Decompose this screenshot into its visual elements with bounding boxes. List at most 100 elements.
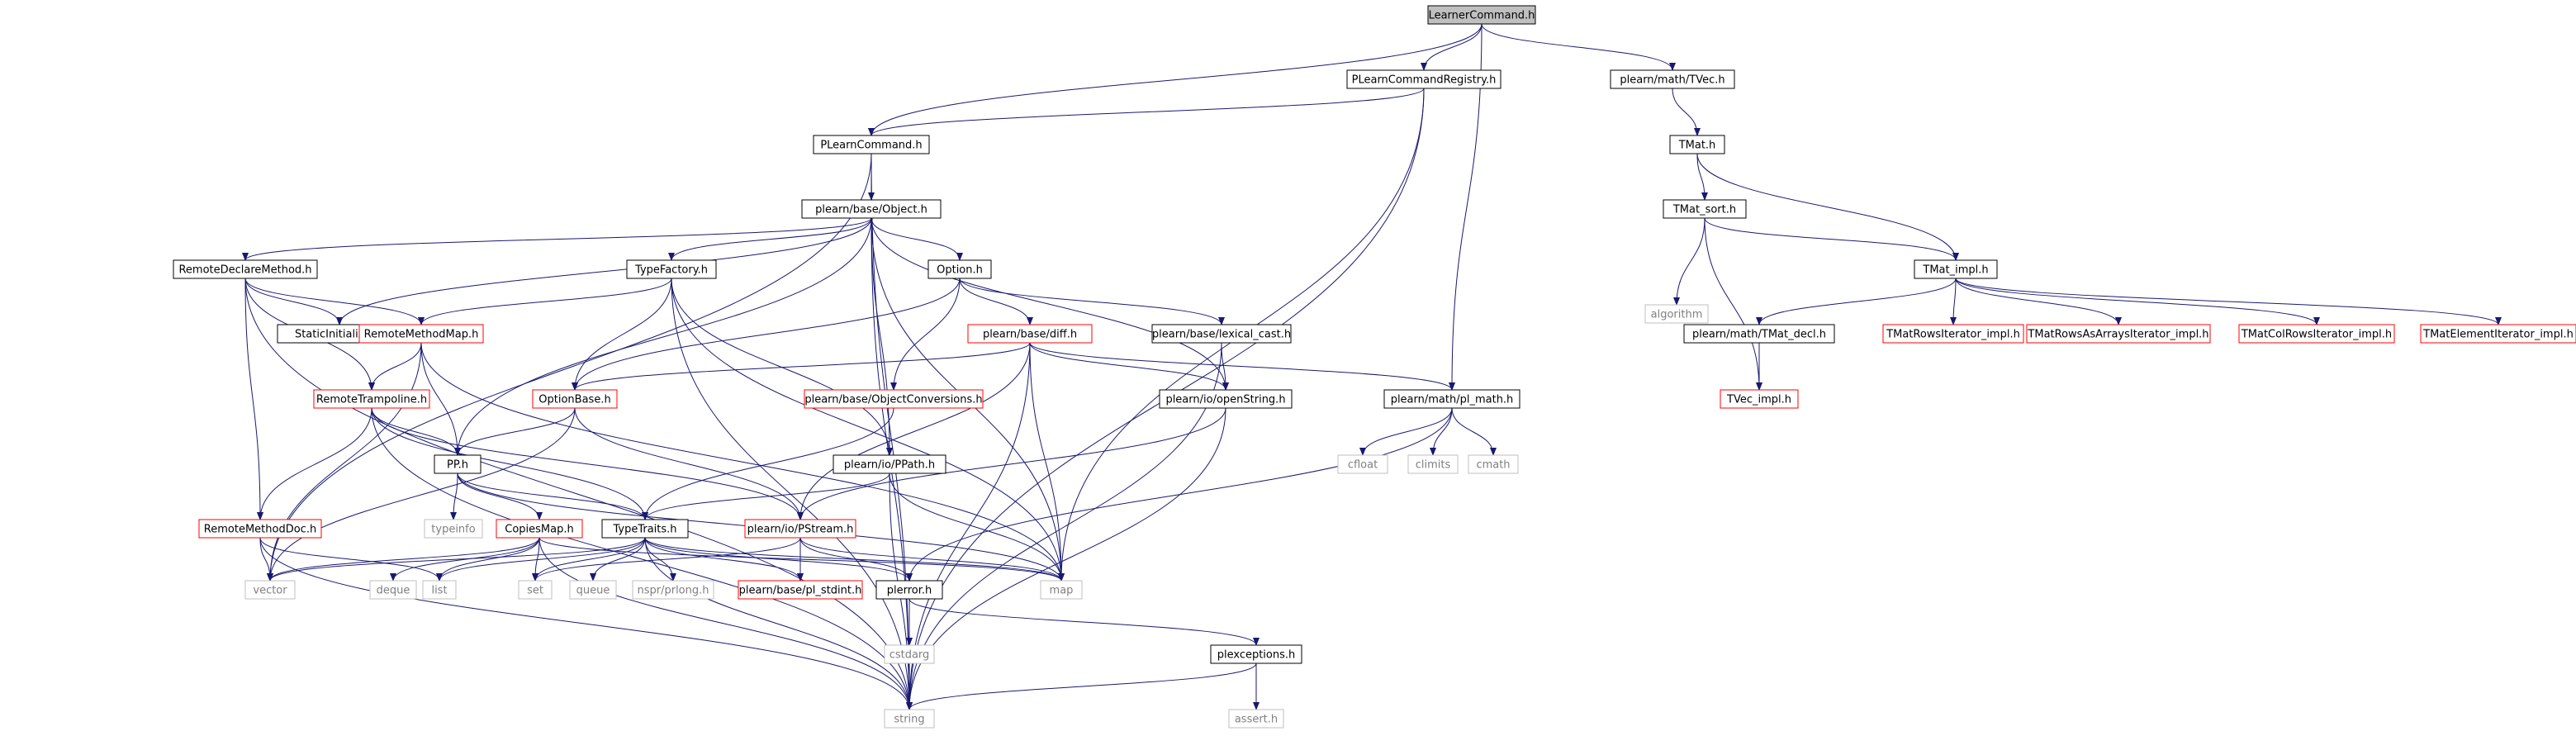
node-tmat-rows-iterator[interactable]: TMatRowsIterator_impl.h	[1882, 324, 2024, 344]
edge-object-to-pp	[454, 217, 872, 456]
node-box	[601, 519, 689, 539]
edge-type_traits-to-plerror	[644, 537, 913, 582]
node-typeinfo: typeinfo	[424, 519, 483, 539]
node-pl-stdint[interactable]: plearn/base/pl_stdint.h	[738, 580, 863, 600]
node-tmat-sort[interactable]: TMat_sort.h	[1663, 199, 1747, 219]
node-pl-math[interactable]: plearn/math/pl_math.h	[1383, 389, 1520, 409]
node-tmat-decl[interactable]: plearn/math/TMat_decl.h	[1683, 324, 1835, 344]
node-box	[434, 454, 482, 474]
edge-copies_map-to-deque	[390, 537, 540, 582]
node-label: PLearnCommandRegistry.h	[1352, 74, 1497, 87]
edge-pstream-to-plerror	[799, 537, 913, 582]
node-object[interactable]: plearn/base/Object.h	[801, 199, 942, 219]
node-queue: queue	[569, 580, 617, 600]
edge-diff-to-option_base	[572, 342, 1031, 391]
node-box	[1610, 69, 1735, 89]
edge-remote_method_map-to-pp	[420, 342, 461, 456]
edge-diff-to-pl_math	[1029, 342, 1455, 391]
node-label: list	[431, 585, 447, 597]
node-label: plearn/base/Object.h	[815, 204, 927, 216]
node-box	[422, 580, 457, 600]
node-label: plearn/math/TVec.h	[1620, 74, 1724, 87]
node-box	[424, 519, 483, 539]
edge-plearn_command_registry-to-plearn_command	[868, 88, 1425, 136]
edge-type_traits-to-set	[532, 537, 646, 582]
edge-learner_command-to-plearn_command	[868, 23, 1483, 136]
node-label: TypeTraits.h	[612, 524, 676, 536]
edge-pl_math-to-plerror	[906, 407, 1453, 582]
edge-object-to-openstring	[871, 217, 1229, 391]
node-ppath[interactable]: plearn/io/PPath.h	[833, 454, 946, 474]
node-remote-declare-method[interactable]: RemoteDeclareMethod.h	[173, 259, 318, 279]
node-pp[interactable]: PP.h	[434, 454, 482, 474]
node-box	[569, 580, 617, 600]
node-label: climits	[1416, 459, 1451, 472]
edge-object-to-type_factory	[668, 217, 872, 261]
node-box	[1663, 199, 1747, 219]
node-lexical-cast[interactable]: plearn/base/lexical_cast.h	[1151, 324, 1292, 344]
edge-pl_math-to-cfloat	[1359, 407, 1453, 456]
node-box	[2026, 324, 2211, 344]
node-tvec[interactable]: plearn/math/TVec.h	[1610, 69, 1735, 89]
node-tmat-impl[interactable]: TMat_impl.h	[1914, 259, 1998, 279]
node-label: plearn/base/ObjectConversions.h	[804, 394, 982, 406]
edge-remote_trampoline-to-pstream	[371, 407, 804, 520]
node-box	[1210, 644, 1302, 664]
node-learner-command[interactable]: LearnerCommand.h	[1427, 5, 1536, 25]
node-label: plearn/math/TMat_decl.h	[1692, 329, 1826, 341]
node-object-conversions[interactable]: plearn/base/ObjectConversions.h	[804, 389, 984, 409]
node-label: plearn/io/PPath.h	[844, 459, 935, 472]
node-tmat[interactable]: TMat.h	[1669, 135, 1725, 154]
edge-type_factory-to-ppath	[671, 278, 893, 456]
node-diff[interactable]: plearn/base/diff.h	[967, 324, 1093, 344]
node-label: TMatElementIterator_impl.h	[2422, 329, 2574, 341]
node-option-base[interactable]: OptionBase.h	[532, 389, 618, 409]
node-box	[632, 580, 714, 600]
node-label: plearn/io/openString.h	[1165, 394, 1285, 406]
node-box	[1159, 389, 1293, 409]
node-tmat-col-rows[interactable]: TMatColRowsIterator_impl.h	[2238, 324, 2395, 344]
node-option[interactable]: Option.h	[927, 259, 992, 279]
node-box	[1407, 454, 1459, 474]
edge-tmat-to-tmat_sort	[1696, 153, 1708, 201]
node-label: TVec_impl.h	[1726, 394, 1791, 406]
edge-remote_trampoline-to-type_traits	[371, 407, 648, 520]
node-plearn-command-registry[interactable]: PLearnCommandRegistry.h	[1346, 69, 1501, 89]
node-plearn-command[interactable]: PLearnCommand.h	[813, 135, 930, 154]
node-remote-method-doc[interactable]: RemoteMethodDoc.h	[198, 519, 322, 539]
edge-tmat_impl-to-tmat_col_rows	[1955, 278, 2320, 325]
node-openstring[interactable]: plearn/io/openString.h	[1159, 389, 1293, 409]
node-copies-map[interactable]: CopiesMap.h	[496, 519, 583, 539]
edge-tmat_sort-to-tmat_impl	[1704, 217, 1959, 261]
node-box	[2238, 324, 2395, 344]
node-box	[927, 259, 992, 279]
edge-learner_command-to-tvec	[1481, 23, 1676, 71]
node-tmat-rows-as-arrays[interactable]: TMatRowsAsArraysIterator_impl.h	[2026, 324, 2211, 344]
edge-remote_declare_method-to-static_initializer	[244, 278, 343, 325]
node-label: queue	[576, 585, 610, 597]
node-label: plearn/base/diff.h	[983, 329, 1077, 341]
node-box	[626, 259, 717, 279]
edge-plerror-to-plexceptions	[908, 598, 1260, 646]
node-plexceptions[interactable]: plexceptions.h	[1210, 644, 1302, 664]
node-box	[1151, 324, 1292, 344]
node-box	[1228, 709, 1284, 729]
node-plerror[interactable]: plerror.h	[875, 580, 943, 600]
node-label: assert.h	[1235, 714, 1278, 726]
node-label: cfloat	[1348, 459, 1378, 472]
node-tmat-element[interactable]: TMatElementIterator_impl.h	[2420, 324, 2576, 344]
edge-learner_command-to-pl_math	[1449, 23, 1483, 391]
node-label: Option.h	[937, 264, 983, 277]
node-type-traits[interactable]: TypeTraits.h	[601, 519, 689, 539]
node-remote-trampoline[interactable]: RemoteTrampoline.h	[313, 389, 430, 409]
node-label: plearn/math/pl_math.h	[1391, 394, 1514, 406]
node-label: TMatColRowsIterator_impl.h	[2241, 329, 2392, 341]
edge-type_traits-to-list	[436, 537, 646, 582]
node-label: OptionBase.h	[538, 394, 610, 406]
node-remote-method-map[interactable]: RemoteMethodMap.h	[358, 324, 484, 344]
node-tvec-impl[interactable]: TVec_impl.h	[1720, 389, 1799, 409]
node-label: plearn/base/pl_stdint.h	[739, 585, 862, 597]
node-pstream[interactable]: plearn/io/PStream.h	[744, 519, 856, 539]
node-label: TMat_sort.h	[1672, 204, 1736, 216]
node-type-factory[interactable]: TypeFactory.h	[626, 259, 717, 279]
